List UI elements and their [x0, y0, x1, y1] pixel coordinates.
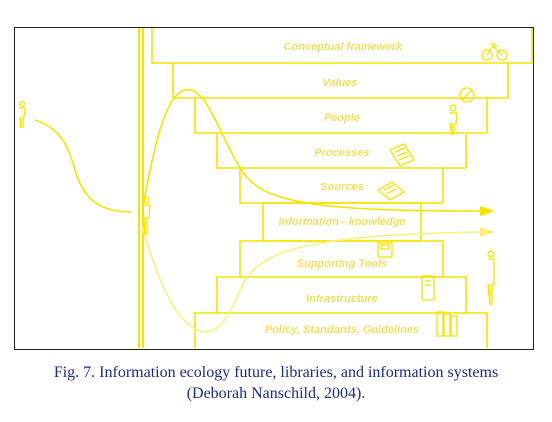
upper-flow-path [141, 89, 481, 213]
disk-icon [377, 242, 393, 258]
binders-icon [436, 311, 458, 337]
box-supporting-tools [239, 240, 444, 277]
caption-line-1: Fig. 7. Information ecology future, libr… [53, 364, 499, 381]
computer-tower-icon [421, 275, 435, 301]
lower-flow-path [141, 224, 481, 333]
figure-caption: Fig. 7. Information ecology future, libr… [0, 362, 552, 404]
upper-arrowhead [480, 206, 495, 216]
lower-arrowhead [480, 227, 495, 237]
label-processes: Processes [314, 147, 369, 159]
box-infrastructure [216, 276, 467, 313]
tall-person-icon [487, 250, 495, 306]
small-person-icon [18, 100, 26, 129]
bicycle-icon [481, 43, 508, 61]
label-values: Values [322, 77, 357, 89]
document-icon [389, 143, 415, 167]
box-people [194, 98, 488, 134]
box-processes [216, 133, 467, 169]
label-people: People [324, 112, 360, 124]
center-person-icon [142, 196, 151, 236]
label-supporting-tools: Supporting Tools [297, 258, 388, 270]
person-icon [449, 104, 458, 136]
book-icon [376, 181, 406, 201]
label-policy-standards-guidelines: Policy, Standards, Guidelines [265, 324, 419, 336]
incoming-path [34, 119, 133, 213]
label-infrastructure: Infrastructure [306, 293, 378, 305]
box-values [172, 63, 509, 99]
label-sources: Sources [320, 181, 363, 193]
caption-line-2: (Deborah Nanschild, 2004). [186, 385, 366, 402]
box-conceptual-framework [151, 28, 533, 64]
diagram-frame [14, 27, 534, 350]
box-policy [194, 312, 488, 348]
compass-icon [459, 87, 475, 103]
label-information-knowledge: Information - knowledge [278, 216, 405, 228]
label-conceptual-framework: Conceptual framework [284, 41, 403, 53]
